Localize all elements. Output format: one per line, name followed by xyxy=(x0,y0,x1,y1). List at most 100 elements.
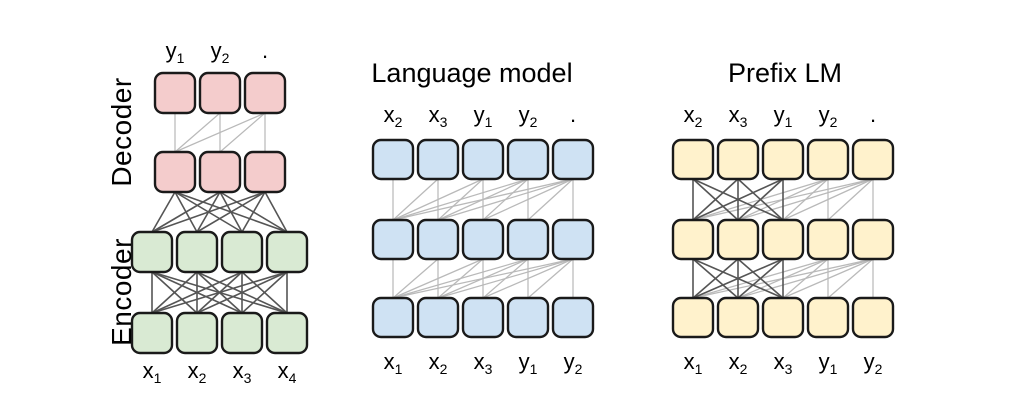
encoder-decoder-box-r3-c3 xyxy=(220,230,264,274)
language-model-top-label-2: x3 xyxy=(429,102,448,130)
connection-line xyxy=(437,258,574,299)
prefix-lm-bottom-label-5: y2 xyxy=(864,349,883,377)
connection-line xyxy=(151,271,198,314)
connection-line xyxy=(151,191,176,233)
prefix-lm-box-r3-c3 xyxy=(761,296,805,339)
language-model-box-r1-c5 xyxy=(551,138,595,181)
prefix-lm-box-r3-c4 xyxy=(806,296,850,339)
encoder-decoder-top-label-2: y2 xyxy=(211,38,230,66)
encoder-decoder-box-r1-c1 xyxy=(153,71,197,115)
encoder-side-label: Encoder xyxy=(106,238,137,346)
connection-line xyxy=(174,112,221,153)
language-model-box-r3-c2 xyxy=(416,296,460,339)
language-model-bottom-label-4: y1 xyxy=(519,349,538,377)
encoder-decoder-box-r4-c4 xyxy=(265,311,309,355)
language-model-title: Language model xyxy=(371,58,572,88)
connection-line xyxy=(264,191,288,233)
encoder-decoder-bottom-label-1: x1 xyxy=(143,358,162,386)
prefix-lm-top-label-3: y1 xyxy=(774,102,793,130)
prefix-lm-box-r1-c2 xyxy=(716,138,760,181)
connection-line xyxy=(151,271,288,314)
prefix-lm-box-r2-c5 xyxy=(851,218,895,261)
language-model-box-r2-c2 xyxy=(416,218,460,261)
connection-line xyxy=(827,258,874,299)
connection-line xyxy=(527,178,574,221)
prefix-lm-bottom-label-3: x3 xyxy=(774,349,793,377)
connection-line xyxy=(692,258,784,299)
prefix-lm-top-label-5: . xyxy=(870,102,876,127)
prefix-lm-bottom-label-1: x1 xyxy=(684,349,703,377)
encoder-decoder-box-r3-c1 xyxy=(130,230,174,274)
decoder-side-label: Decoder xyxy=(106,77,137,186)
connection-line xyxy=(241,191,266,233)
encoder-decoder-bottom-label-4: x4 xyxy=(278,358,297,386)
prefix-lm-box-r1-c5 xyxy=(851,138,895,181)
connection-line xyxy=(196,271,288,314)
connection-line xyxy=(437,178,574,221)
language-model-box-r2-c5 xyxy=(551,218,595,261)
encoder-decoder-box-r1-c3 xyxy=(243,71,287,115)
connection-line xyxy=(392,178,574,221)
connection-line xyxy=(737,258,784,299)
encoder-decoder-top-label-1: y1 xyxy=(166,38,185,66)
connection-line xyxy=(196,191,266,233)
connection-line xyxy=(392,178,529,221)
prefix-lm-bottom-label-4: y1 xyxy=(819,349,838,377)
language-model-connections xyxy=(392,178,574,299)
encoder-decoder-bottom-label-2: x2 xyxy=(188,358,207,386)
prefix-lm-box-r2-c2 xyxy=(716,218,760,261)
prefix-lm-box-r2-c4 xyxy=(806,218,850,261)
prefix-lm-box-r3-c5 xyxy=(851,296,895,339)
connection-line xyxy=(151,191,266,233)
language-model-box-r3-c1 xyxy=(371,296,415,339)
language-model-top-label-3: y1 xyxy=(474,102,493,130)
encoder-decoder-top-label-3: . xyxy=(262,38,268,63)
connection-line xyxy=(392,258,439,299)
language-model-box-r1-c3 xyxy=(461,138,505,181)
connection-line xyxy=(482,178,574,221)
encoder-decoder-box-r4-c2 xyxy=(175,311,219,355)
language-model-box-r2-c4 xyxy=(506,218,550,261)
encoder-decoder-box-r2-c3 xyxy=(243,150,287,194)
connection-line xyxy=(392,258,484,299)
language-model-box-r2-c1 xyxy=(371,218,415,261)
prefix-lm-bottom-label-2: x2 xyxy=(729,349,748,377)
connection-line xyxy=(737,178,874,221)
language-model-box-r2-c3 xyxy=(461,218,505,261)
connection-line xyxy=(827,178,874,221)
connection-line xyxy=(392,178,484,221)
language-model-box-r1-c1 xyxy=(371,138,415,181)
connection-line xyxy=(392,258,574,299)
prefix-lm-box-r3-c2 xyxy=(716,296,760,339)
connection-line xyxy=(392,258,529,299)
encoder-decoder-box-r3-c4 xyxy=(265,230,309,274)
encoder-decoder-box-r4-c3 xyxy=(220,311,264,355)
prefix-lm-title: Prefix LM xyxy=(728,58,842,88)
language-model-top-label-5: . xyxy=(570,102,576,127)
encoder-decoder-box-r3-c2 xyxy=(175,230,219,274)
prefix-lm-box-r2-c1 xyxy=(671,218,715,261)
connection-line xyxy=(482,258,574,299)
prefix-lm-box-r1-c1 xyxy=(671,138,715,181)
prefix-lm-top-label-4: y2 xyxy=(819,102,838,130)
connection-line xyxy=(219,112,266,153)
prefix-lm-box-r2-c3 xyxy=(761,218,805,261)
prefix-lm-diagram: Prefix LM x2 x3 y1 y2. x1 x2 x3 y1 y2 xyxy=(671,58,895,377)
language-model-box-r3-c4 xyxy=(506,296,550,339)
prefix-lm-connections xyxy=(692,178,874,299)
connection-line xyxy=(241,271,288,314)
prefix-lm-top-label-1: x2 xyxy=(684,102,703,130)
connection-line xyxy=(782,178,874,221)
connection-line xyxy=(737,258,874,299)
language-model-top-label-4: y2 xyxy=(519,102,538,130)
connection-line xyxy=(692,178,739,221)
connection-line xyxy=(151,191,221,233)
language-model-bottom-label-2: x2 xyxy=(429,349,448,377)
connection-line xyxy=(737,178,784,221)
prefix-lm-top-label-2: x3 xyxy=(729,102,748,130)
prefix-lm-box-r3-c1 xyxy=(671,296,715,339)
encoder-decoder-box-r2-c1 xyxy=(153,150,197,194)
